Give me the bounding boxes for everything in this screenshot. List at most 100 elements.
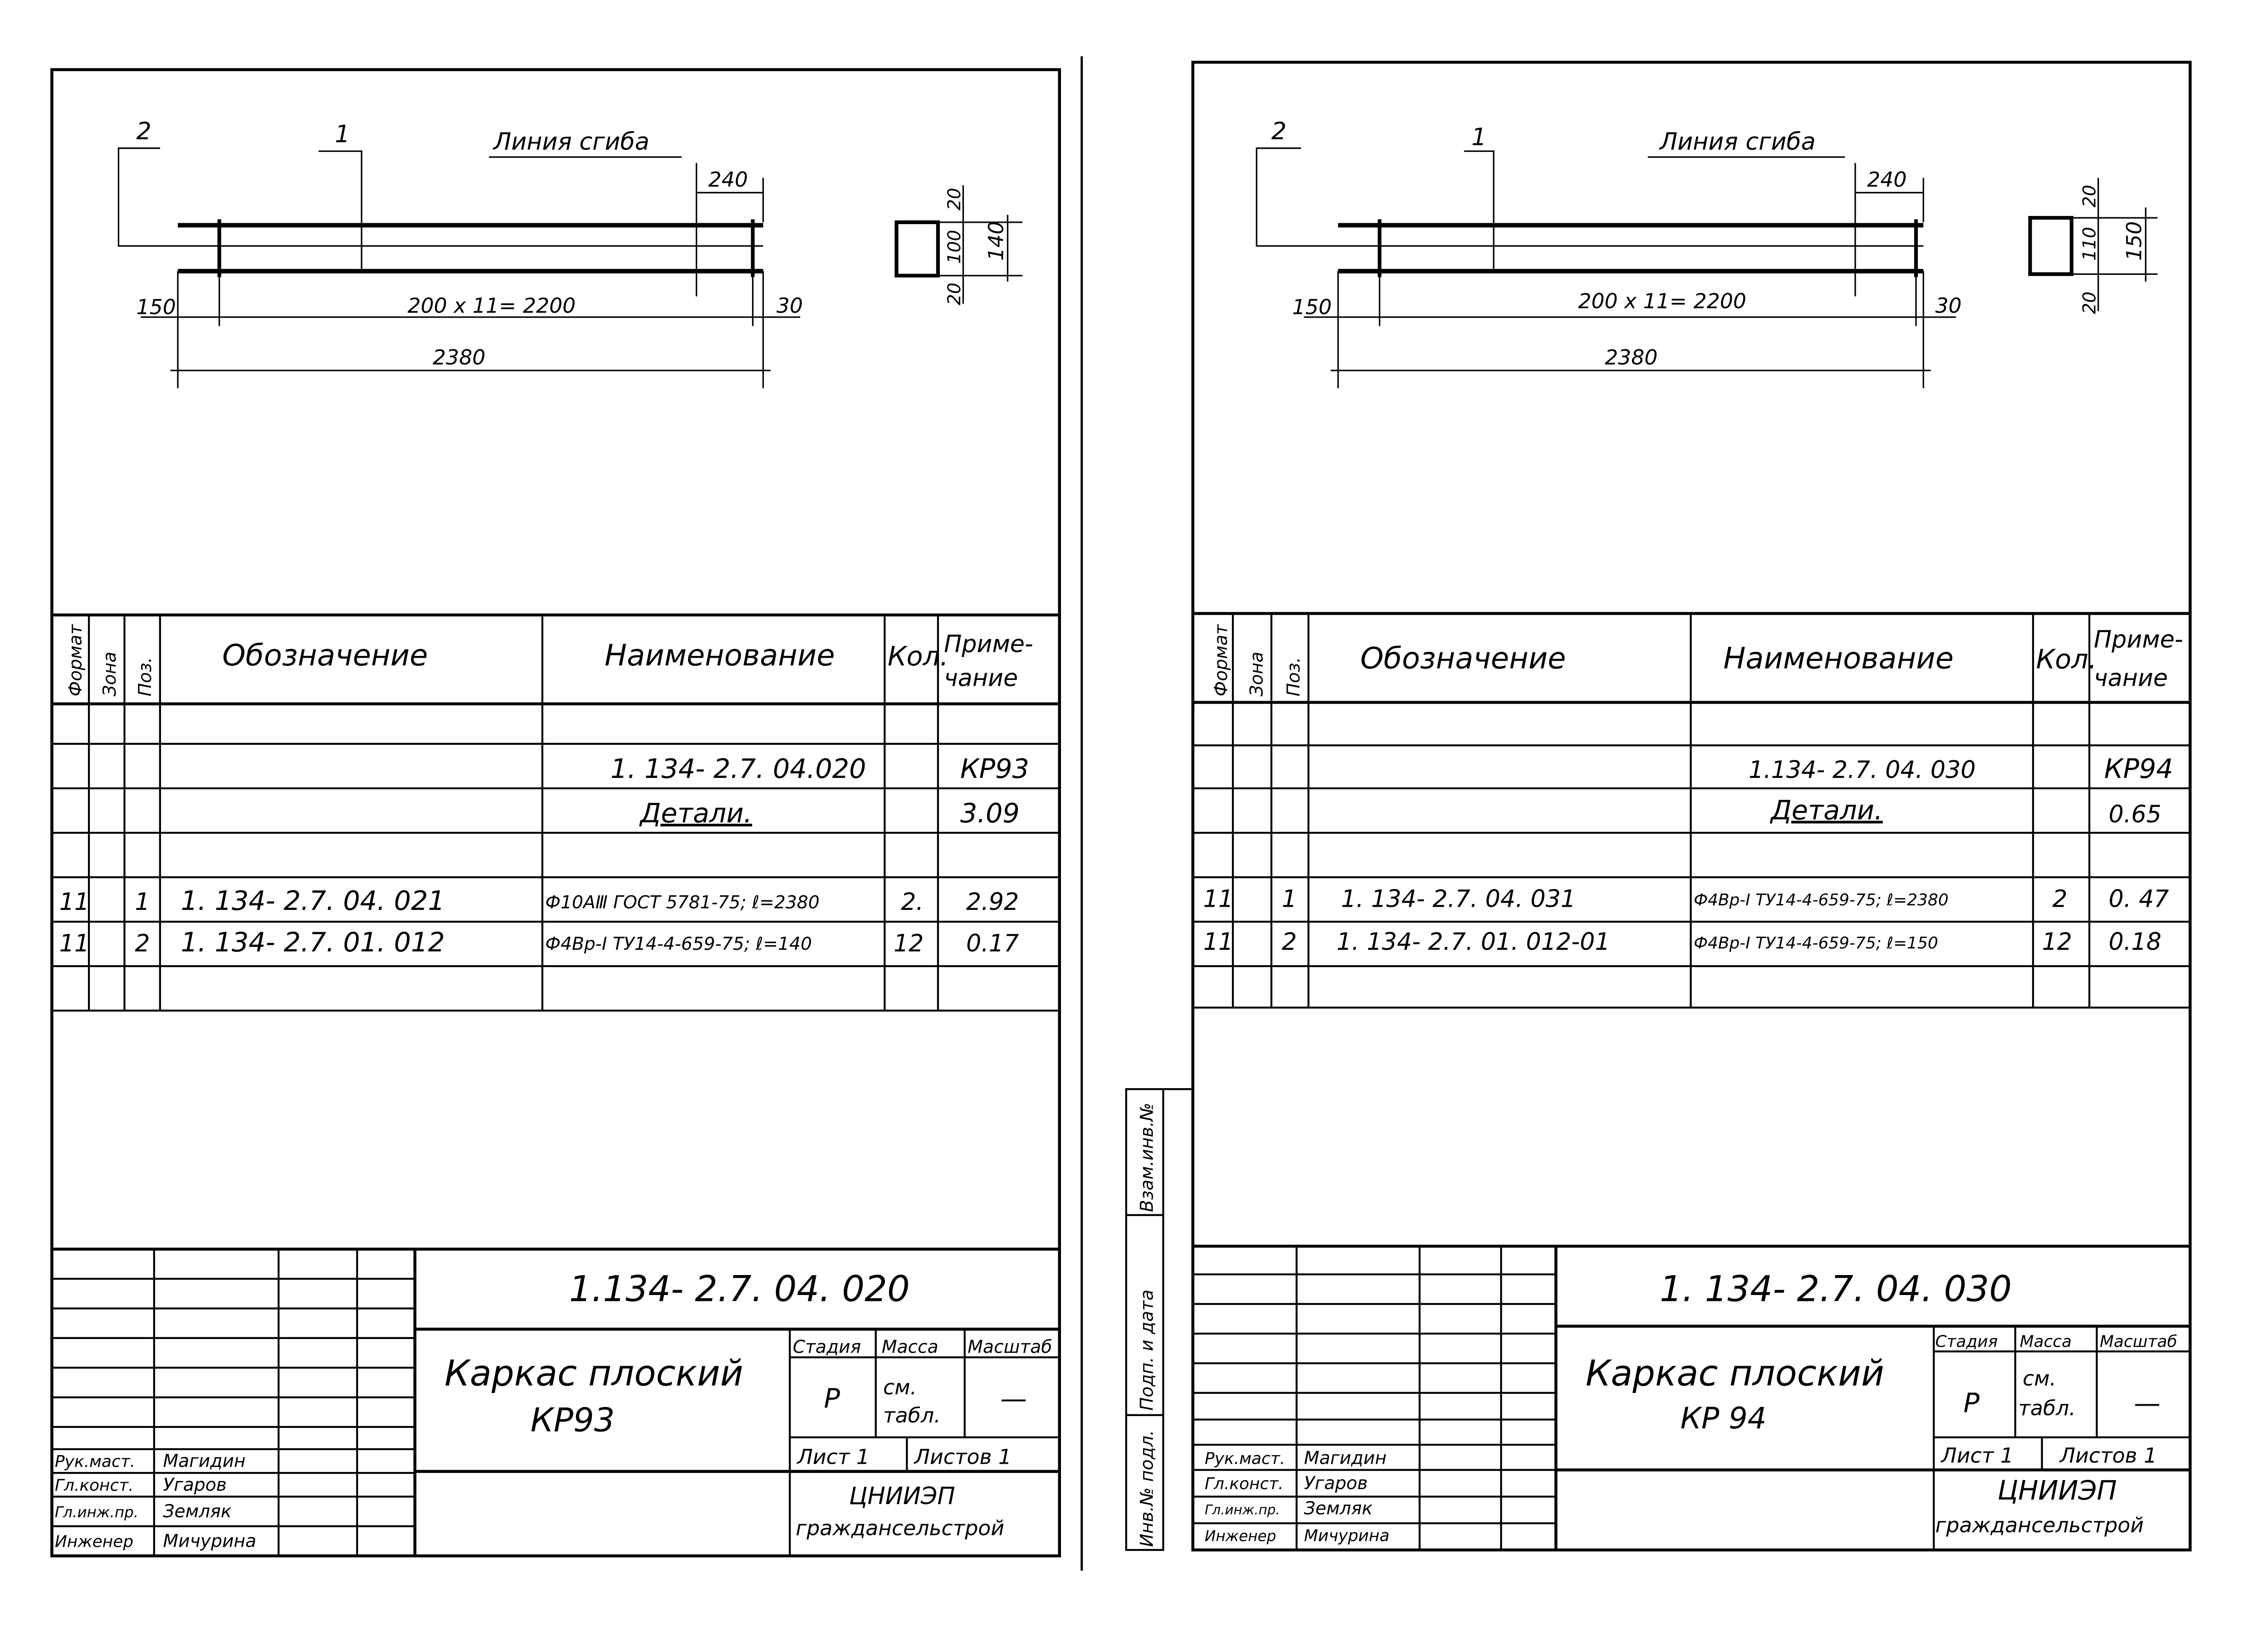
item-1-qty: 2: [2053, 885, 2068, 913]
person-name-3: Земляк: [163, 1501, 231, 1522]
header-designation: Обозначение: [222, 638, 428, 673]
item-1-note: 0. 47: [2109, 885, 2169, 913]
sheet-1-spec-table: Формат Зона Поз. Обозначение Наименовани…: [52, 613, 1060, 1012]
sheet-1-title-block: 1.134- 2.7. 04. 020 Каркас плоский КР93 …: [52, 1247, 1060, 1556]
fold-line-label: Линия сгиба: [493, 128, 650, 156]
doc-code: 1. 134- 2.7. 04. 030: [1660, 1268, 2012, 1310]
item-1-qty: 2.: [901, 888, 924, 916]
item-1-format: 11: [59, 888, 90, 916]
sheet-2-frame: [1191, 60, 2192, 1552]
item-2-qty: 12: [2042, 928, 2072, 956]
header-format: Формат: [66, 624, 86, 696]
item-2-note: 0.18: [2109, 928, 2161, 956]
callout-2-label: 2: [137, 117, 152, 145]
scale-value: —: [2134, 1387, 2160, 1418]
person-name-3: Земляк: [1304, 1499, 1373, 1519]
header-note: Приме-: [944, 630, 1033, 658]
person-name-1: Магидин: [1304, 1448, 1387, 1469]
item-1-pos: 1: [135, 888, 150, 916]
sheets-count: Листов 1: [2059, 1443, 2157, 1467]
person-role-4: Инженер: [55, 1533, 133, 1551]
header-name: Наименование: [605, 638, 835, 673]
item-2-note: 0.17: [966, 929, 1019, 957]
section-dim-top: 20: [944, 188, 965, 210]
org-line-2: граждансельстрой: [796, 1516, 1004, 1540]
mass-value: см.: [2023, 1366, 2056, 1390]
callout-2-leader: [1256, 147, 1338, 247]
section-dim-mid: 100: [944, 230, 965, 264]
section-view: [2028, 216, 2074, 276]
item-1-designation: 1. 134- 2.7. 04. 031: [1341, 885, 1575, 913]
section-dim-bottom: 20: [2079, 292, 2100, 314]
sheet-2-side-stamp: Инв.№ подл. Подп. и дата Взам.инв.№: [1125, 1088, 1193, 1551]
item-2-designation: 1. 134- 2.7. 01. 012: [181, 926, 445, 958]
section-dim-total: 150: [2122, 221, 2146, 261]
dim-main-label: 200 х 11= 2200: [1578, 289, 1746, 313]
dim-total-label: 2380: [1605, 346, 1657, 370]
row-doc-note: КР93: [960, 753, 1029, 784]
dim-30-label: 30: [1935, 293, 1961, 318]
row-doc-name: 1. 134- 2.7. 04.020: [611, 753, 866, 784]
org-line-1: ЦНИИЭП: [849, 1482, 955, 1510]
row-doc-name: 1.134- 2.7. 04. 030: [1749, 756, 1976, 784]
sheet-2-title-block: 1. 134- 2.7. 04. 030 Каркас плоский КР 9…: [1193, 1245, 2190, 1550]
mass-value-2: табл.: [2018, 1396, 2076, 1420]
side-stamp-inv: Инв.№ подл.: [1137, 1430, 1158, 1547]
row-section-note: 0.65: [2109, 801, 2161, 828]
item-2-pos: 2: [135, 929, 150, 957]
sheet-1-frame-drawing: 2 1 Линия сгиба 240 150 200 х 11= 2200 3…: [117, 117, 1023, 388]
section-dim-total: 140: [984, 221, 1008, 261]
header-name: Наименование: [1723, 641, 1954, 675]
sheet-1-frame: [50, 68, 1061, 1558]
item-2-qty: 12: [894, 929, 924, 957]
header-qty: Кол.: [888, 640, 948, 672]
person-name-4: Мичурина: [163, 1531, 256, 1552]
side-stamp-replace: Взам.инв.№: [1137, 1103, 1158, 1212]
person-role-3: Гл.инж.пр.: [1205, 1502, 1280, 1518]
org-line-1: ЦНИИЭП: [1998, 1475, 2117, 1506]
header-note-2: чание: [944, 665, 1018, 692]
callout-1-label: 1: [1471, 123, 1486, 151]
item-2-name: Ф4Вр-I ТУ14-4-659-75; ℓ=140: [545, 934, 812, 954]
item-1-pos: 1: [1282, 885, 1297, 913]
item-2-format: 11: [1203, 928, 1234, 956]
sheet-1: 2 1 Линия сгиба 240 150 200 х 11= 2200 3…: [50, 68, 1061, 1558]
dim-150-label: 150: [137, 295, 176, 319]
person-role-2: Гл.конст.: [55, 1476, 134, 1495]
header-pos: Поз.: [135, 657, 156, 697]
side-stamp-sign: Подп. и дата: [1137, 1290, 1158, 1411]
person-role-1: Рук.маст.: [55, 1452, 135, 1471]
header-designation: Обозначение: [1360, 641, 1566, 675]
header-format: Формат: [1211, 624, 1232, 696]
dim-240-label: 240: [709, 168, 748, 192]
scale-value: —: [1000, 1383, 1027, 1414]
item-1-designation: 1. 134- 2.7. 04. 021: [181, 885, 445, 916]
sheet-2: 2 1 Линия сгиба 240 150 200 х 11= 2200 3…: [1125, 60, 2192, 1552]
mass-header: Масса: [2020, 1333, 2072, 1351]
scale-header: Масштаб: [968, 1337, 1052, 1358]
person-role-3: Гл.инж.пр.: [55, 1504, 138, 1521]
item-2-designation: 1. 134- 2.7. 01. 012-01: [1337, 928, 1610, 956]
callout-2-leader: [117, 147, 178, 247]
stage-value: Р: [824, 1383, 840, 1414]
doc-code: 1.134- 2.7. 04. 020: [569, 1268, 909, 1310]
section-dim-mid: 110: [2079, 227, 2100, 261]
org-line-2: граждансельстрой: [1935, 1513, 2144, 1537]
sheet-number: Лист 1: [1941, 1443, 2014, 1467]
section-view: [894, 220, 940, 278]
title-line-2: КР93: [531, 1401, 615, 1439]
dim-main-label: 200 х 11= 2200: [407, 293, 576, 318]
item-1-format: 11: [1203, 885, 1234, 913]
title-line-2: КР 94: [1681, 1401, 1767, 1436]
row-section-name: Детали.: [1769, 795, 1883, 826]
callout-1-leader: [318, 150, 362, 271]
section-dim-bottom: 20: [944, 283, 965, 305]
sheet-2-spec-table: Формат Зона Поз. Обозначение Наименовани…: [1193, 612, 2190, 1009]
item-2-pos: 2: [1282, 928, 1297, 956]
header-zone: Зона: [100, 652, 120, 697]
title-line-1: Каркас плоский: [445, 1353, 743, 1394]
person-name-1: Магидин: [163, 1451, 245, 1471]
item-1-name: Ф4Вр-I ТУ14-4-659-75; ℓ=2380: [1694, 891, 1949, 909]
